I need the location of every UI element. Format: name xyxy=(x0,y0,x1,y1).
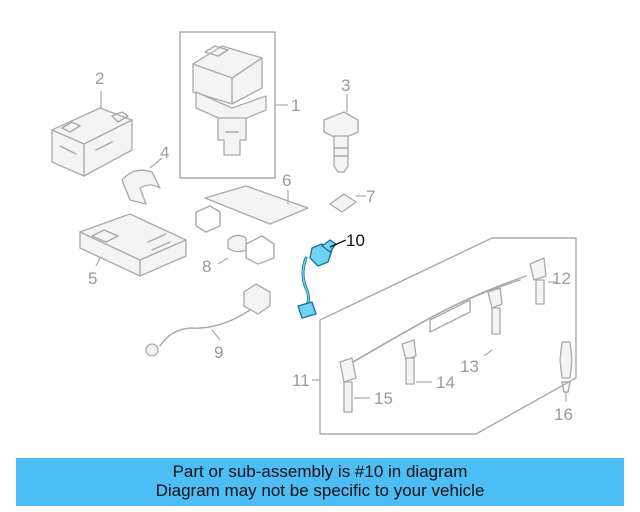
callout-13: 13 xyxy=(460,357,479,376)
part-9-harness: 9 xyxy=(145,283,271,362)
callout-9: 9 xyxy=(214,343,223,362)
callout-2: 2 xyxy=(95,69,104,88)
part-10-camshaft-position-sensor: 10 xyxy=(297,231,365,319)
callout-5: 5 xyxy=(88,269,97,288)
part-11-ignition-wire-set: 11 12 13 14 15 xyxy=(292,237,577,435)
part-5-control-module: 5 xyxy=(79,213,187,288)
info-banner: Part or sub-assembly is #10 in diagram D… xyxy=(16,458,624,506)
callout-16: 16 xyxy=(554,405,573,424)
callout-15: 15 xyxy=(374,389,393,408)
part-7-label: 7 xyxy=(329,187,375,213)
part-3-pencil-coil: 3 xyxy=(323,76,359,173)
part-8-fastener: 8 xyxy=(202,234,247,276)
callout-1: 1 xyxy=(291,96,300,115)
callout-12: 12 xyxy=(552,269,571,288)
callout-14: 14 xyxy=(436,373,455,392)
banner-line-1: Part or sub-assembly is #10 in diagram xyxy=(172,462,468,481)
callout-3: 3 xyxy=(341,76,350,95)
part-2-coil-housing: 2 xyxy=(51,69,133,177)
callout-6: 6 xyxy=(282,171,291,190)
callout-7: 7 xyxy=(366,187,375,206)
part-1-ignition-coil-assembly: 1 xyxy=(179,31,300,179)
part-16-spark-plug: 16 xyxy=(554,341,573,424)
callout-4: 4 xyxy=(160,143,169,162)
part-4-clip: 4 xyxy=(121,143,169,205)
callout-11: 11 xyxy=(292,371,310,390)
part-6-bracket: 6 xyxy=(195,171,309,265)
callout-10: 10 xyxy=(346,231,365,250)
callout-8: 8 xyxy=(202,257,211,276)
banner-line-2: Diagram may not be specific to your vehi… xyxy=(155,481,485,500)
parts-diagram: 1 2 3 4 5 6 xyxy=(51,31,577,435)
